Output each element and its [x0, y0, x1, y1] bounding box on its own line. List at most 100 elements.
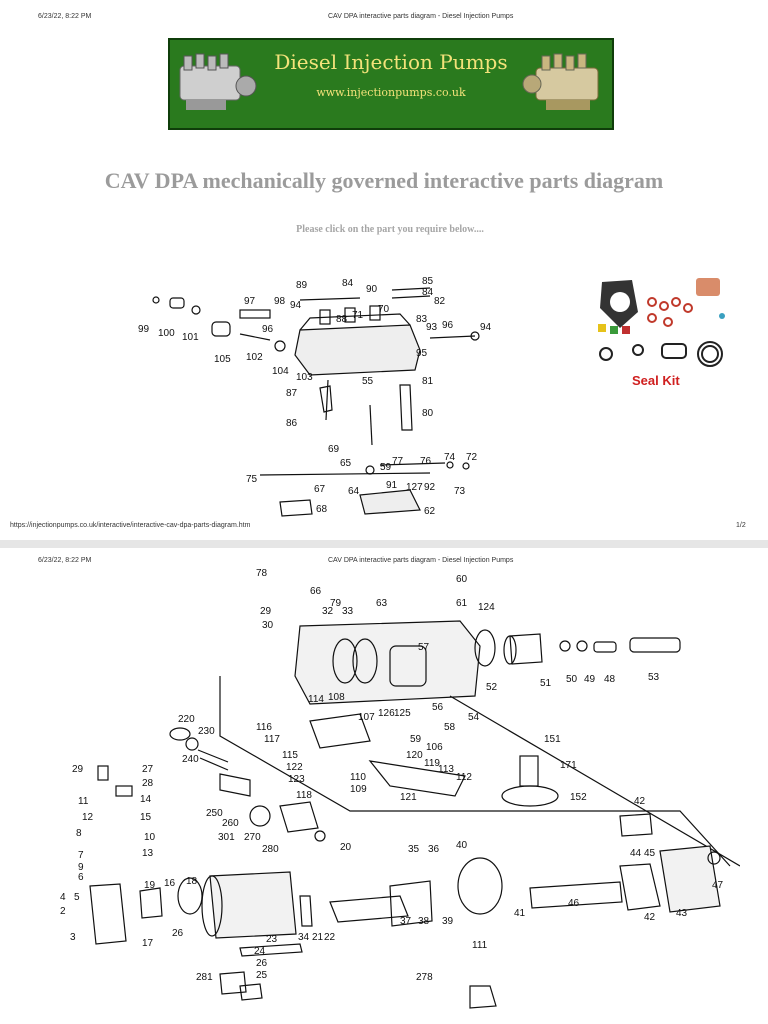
- part-label[interactable]: 82: [434, 296, 446, 307]
- part-label[interactable]: 96: [442, 320, 454, 331]
- part-label[interactable]: 78: [256, 568, 268, 579]
- part-label[interactable]: 4: [60, 892, 66, 903]
- part-label[interactable]: 18: [186, 876, 198, 887]
- part-label[interactable]: 16: [164, 878, 176, 889]
- seal-kit-image[interactable]: [592, 272, 732, 392]
- part-label[interactable]: 12: [82, 812, 94, 823]
- part-label[interactable]: 24: [254, 946, 266, 957]
- part-label[interactable]: 68: [316, 504, 328, 515]
- part-label[interactable]: 105: [214, 354, 231, 365]
- part-label[interactable]: 106: [426, 742, 443, 753]
- part-label[interactable]: 108: [328, 692, 345, 703]
- part-label[interactable]: 25: [256, 970, 268, 981]
- part-label[interactable]: 97: [244, 296, 256, 307]
- part-label[interactable]: 50: [566, 674, 578, 685]
- part-label[interactable]: 63: [376, 598, 388, 609]
- part-label[interactable]: 109: [350, 784, 367, 795]
- part-label[interactable]: 84: [422, 287, 434, 298]
- part-label[interactable]: 36: [428, 844, 440, 855]
- part-label[interactable]: 23: [266, 934, 278, 945]
- part-label[interactable]: 98: [274, 296, 286, 307]
- part-label[interactable]: 49: [584, 674, 596, 685]
- part-label[interactable]: 32: [322, 606, 334, 617]
- part-label[interactable]: 107: [358, 712, 375, 723]
- part-label[interactable]: 29: [260, 606, 272, 617]
- part-label[interactable]: 39: [442, 916, 454, 927]
- part-label[interactable]: 56: [432, 702, 444, 713]
- part-label[interactable]: 71: [352, 310, 364, 321]
- part-label[interactable]: 115: [282, 750, 298, 761]
- part-label[interactable]: 75: [246, 474, 258, 485]
- part-label[interactable]: 44: [630, 848, 642, 859]
- part-label[interactable]: 69: [328, 444, 340, 455]
- part-label[interactable]: 26: [172, 928, 184, 939]
- part-label[interactable]: 122: [286, 762, 303, 773]
- part-label[interactable]: 91: [386, 480, 398, 491]
- part-label[interactable]: 48: [604, 674, 616, 685]
- part-label[interactable]: 53: [648, 672, 660, 683]
- part-label[interactable]: 43: [676, 908, 688, 919]
- part-label[interactable]: 7: [78, 850, 84, 861]
- part-label[interactable]: 103: [296, 372, 313, 383]
- part-label[interactable]: 35: [408, 844, 420, 855]
- part-label[interactable]: 230: [198, 726, 215, 737]
- part-label[interactable]: 250: [206, 808, 223, 819]
- part-label[interactable]: 76: [420, 456, 432, 467]
- part-label[interactable]: 81: [422, 376, 434, 387]
- part-label[interactable]: 14: [140, 794, 152, 805]
- part-label[interactable]: 94: [480, 322, 492, 333]
- part-label[interactable]: 110: [350, 772, 366, 783]
- part-label[interactable]: 64: [348, 486, 360, 497]
- part-label[interactable]: 116: [256, 722, 272, 733]
- part-label[interactable]: 27: [142, 764, 154, 775]
- part-label[interactable]: 88: [336, 314, 348, 325]
- part-label[interactable]: 13: [142, 848, 154, 859]
- part-label[interactable]: 42: [634, 796, 646, 807]
- part-label[interactable]: 79: [330, 598, 342, 609]
- part-label[interactable]: 111: [472, 940, 488, 951]
- part-label[interactable]: 37: [400, 916, 412, 927]
- part-label[interactable]: 51: [540, 678, 552, 689]
- banner-url[interactable]: www.injectionpumps.co.uk: [316, 86, 466, 99]
- part-label[interactable]: 280: [262, 844, 279, 855]
- part-label[interactable]: 278: [416, 972, 433, 983]
- part-label[interactable]: 26: [256, 958, 268, 969]
- part-label[interactable]: 28: [142, 778, 154, 789]
- part-label[interactable]: 38: [418, 916, 430, 927]
- part-label[interactable]: 99: [138, 324, 150, 335]
- part-label[interactable]: 123: [288, 774, 305, 785]
- part-label[interactable]: 34: [298, 932, 310, 943]
- part-label[interactable]: 45: [644, 848, 656, 859]
- part-label[interactable]: 15: [140, 812, 152, 823]
- part-label[interactable]: 87: [286, 388, 298, 399]
- part-label[interactable]: 59: [410, 734, 422, 745]
- part-label[interactable]: 54: [468, 712, 480, 723]
- part-label[interactable]: 33: [342, 606, 354, 617]
- part-label[interactable]: 41: [514, 908, 526, 919]
- part-label[interactable]: 17: [142, 938, 154, 949]
- part-label[interactable]: 65: [340, 458, 352, 469]
- part-label[interactable]: 59: [380, 462, 392, 473]
- part-label[interactable]: 85: [422, 276, 434, 287]
- part-label[interactable]: 29: [72, 764, 84, 775]
- part-label[interactable]: 260: [222, 818, 239, 829]
- part-label[interactable]: 112: [456, 772, 472, 783]
- site-banner[interactable]: Diesel Injection Pumps www.injectionpump…: [168, 38, 614, 130]
- part-label[interactable]: 94: [290, 300, 302, 311]
- part-label[interactable]: 22: [324, 932, 336, 943]
- part-label[interactable]: 42: [644, 912, 656, 923]
- part-label[interactable]: 11: [78, 796, 89, 807]
- part-label[interactable]: 3: [70, 932, 76, 943]
- part-label[interactable]: 77: [392, 456, 404, 467]
- part-label[interactable]: 281: [196, 972, 213, 983]
- part-label[interactable]: 47: [712, 880, 724, 891]
- part-label[interactable]: 171: [560, 760, 577, 771]
- part-label[interactable]: 19: [144, 880, 156, 891]
- part-label[interactable]: 90: [366, 284, 378, 295]
- part-label[interactable]: 102: [246, 352, 263, 363]
- part-label[interactable]: 80: [422, 408, 434, 419]
- part-label[interactable]: 125: [394, 708, 411, 719]
- part-label[interactable]: 21: [312, 932, 324, 943]
- part-label[interactable]: 46: [568, 898, 580, 909]
- part-label[interactable]: 127: [406, 482, 423, 493]
